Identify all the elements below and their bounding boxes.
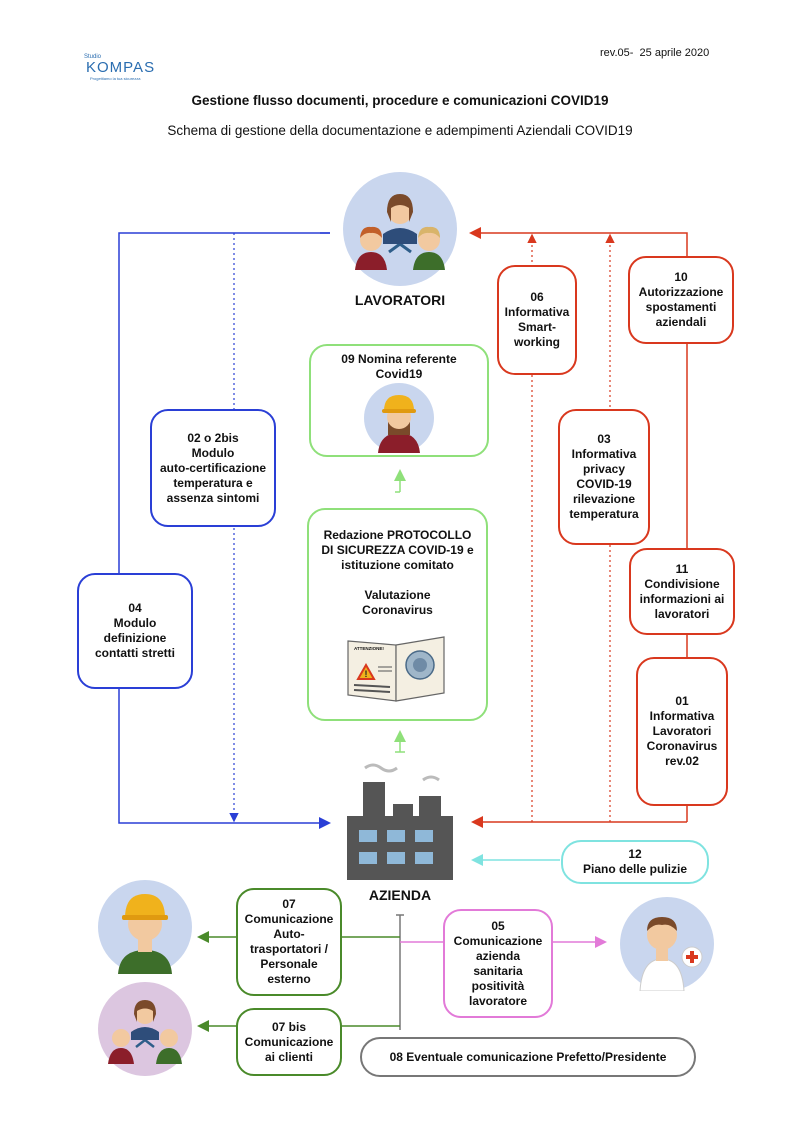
- lavoratori-label: LAVORATORI: [354, 292, 446, 308]
- logo-studio: Studio: [84, 54, 102, 60]
- page-subtitle: Schema di gestione della documentazione …: [167, 123, 633, 138]
- azienda-label: AZIENDA: [368, 887, 432, 903]
- kompas-logo-icon: Studio KOMPAS Progettiamo la tua sicurez…: [84, 54, 164, 84]
- node-10-autorizzazione: 10 Autorizzazione spostamenti aziendali: [628, 256, 734, 344]
- logo-name: KOMPAS: [86, 59, 156, 76]
- node-09-label: 09 Nomina referente Covid19: [341, 352, 457, 381]
- book-label: ATTENZIONE!: [354, 646, 384, 651]
- logo-tagline: Progettiamo la tua sicurezza: [90, 76, 141, 81]
- node-06-smart-working: 06 Informativa Smart- working: [497, 265, 577, 375]
- warning-book-icon: ! ATTENZIONE!: [344, 631, 448, 703]
- page-title: Gestione flusso documenti, procedure e c…: [191, 93, 609, 108]
- node-05-azienda-sanitaria: 05 Comunicazione azienda sanitaria posit…: [443, 909, 553, 1018]
- factory-icon: [343, 760, 458, 880]
- node-02-autocertificazione: 02 o 2bis Modulo auto-certificazione tem…: [150, 409, 276, 527]
- node-07bis-clienti: 07 bis Comunicazione ai clienti: [236, 1008, 342, 1076]
- construction-worker-icon: [98, 880, 192, 974]
- node-08-prefetto: 08 Eventuale comunicazione Prefetto/Pres…: [360, 1037, 696, 1077]
- workers-group-icon: [343, 172, 457, 286]
- doctor-icon: [620, 897, 714, 992]
- node-03-informativa-privacy: 03 Informativa privacy COVID-19 rilevazi…: [558, 409, 650, 545]
- node-12-piano-pulizie: 12 Piano delle pulizie: [561, 840, 709, 884]
- node-07-autotrasportatori: 07 Comunicazione Auto- trasportatori / P…: [236, 888, 342, 996]
- node-04-contatti-stretti: 04 Modulo definizione contatti stretti: [77, 573, 193, 689]
- svg-text:!: !: [365, 669, 368, 679]
- clients-group-icon: [98, 982, 192, 1076]
- node-11-condivisione: 11 Condivisione informazioni ai lavorato…: [629, 548, 735, 635]
- revision-label: rev.05- 25 aprile 2020: [600, 47, 710, 59]
- protocollo-label: Redazione PROTOCOLLO DI SICUREZZA COVID-…: [321, 528, 474, 617]
- referent-woman-icon: [364, 383, 434, 453]
- node-01-informativa-lavoratori: 01 Informativa Lavoratori Coronavirus re…: [636, 657, 728, 806]
